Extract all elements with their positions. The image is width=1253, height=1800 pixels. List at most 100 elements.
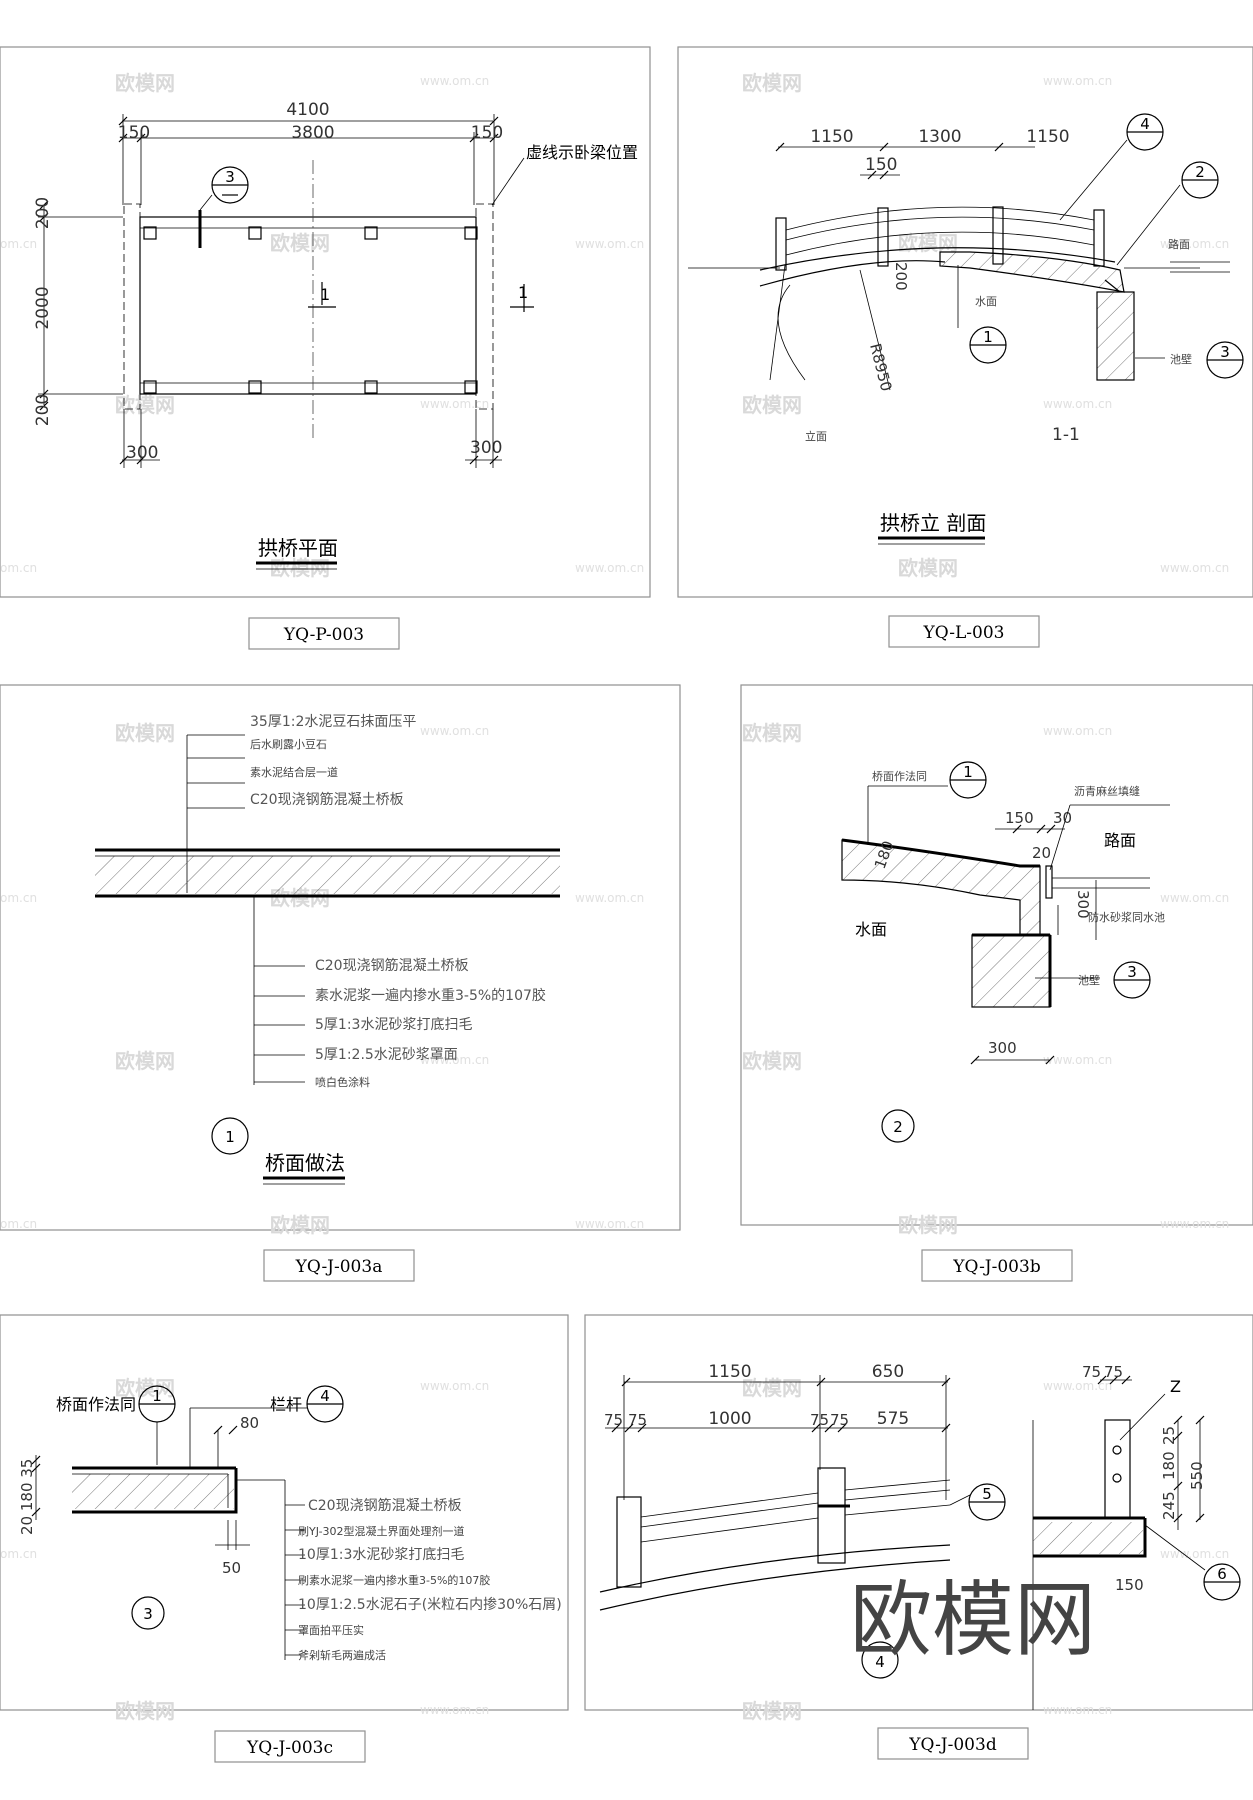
svg-text:5厚1:3水泥砂浆打底扫毛: 5厚1:3水泥砂浆打底扫毛 <box>315 1016 472 1033</box>
callout-1: 1 <box>225 1128 235 1146</box>
title-deck-finish: 桥面做法 <box>265 1151 345 1175</box>
svg-text:www.om.cn: www.om.cn <box>420 1053 489 1067</box>
svg-text:www.om.cn: www.om.cn <box>575 891 644 905</box>
svg-text:4: 4 <box>1140 115 1150 133</box>
svg-text:50: 50 <box>222 1559 241 1577</box>
svg-text:水面: 水面 <box>975 295 997 308</box>
svg-text:刷YJ-302型混凝土界面处理剂一道: 刷YJ-302型混凝土界面处理剂一道 <box>298 1524 465 1538</box>
svg-text:75: 75 <box>604 1411 623 1429</box>
svg-text:80: 80 <box>240 1414 259 1432</box>
svg-text:75: 75 <box>1104 1363 1123 1381</box>
svg-text:欧模网: 欧模网 <box>115 1049 175 1073</box>
svg-text:25: 25 <box>1160 1426 1178 1445</box>
svg-text:欧模网: 欧模网 <box>115 393 175 417</box>
code-l003: YQ-L-003 <box>922 623 1004 643</box>
code-j003a: YQ-J-003a <box>295 1257 383 1277</box>
svg-text:3: 3 <box>1220 343 1230 361</box>
svg-text:1150: 1150 <box>1026 127 1069 147</box>
svg-text:1: 1 <box>152 1387 162 1405</box>
svg-text:150: 150 <box>471 123 503 143</box>
code-j003d: YQ-J-003d <box>908 1735 997 1755</box>
panel-plan: YQ-P-003 欧模网 www.om.cn 欧模网 om.cn www.om.… <box>0 46 651 650</box>
svg-text:om.cn: om.cn <box>0 891 37 905</box>
svg-text:www.om.cn: www.om.cn <box>1160 891 1229 905</box>
svg-text:5厚1:2.5水泥砂浆罩面: 5厚1:2.5水泥砂浆罩面 <box>315 1047 458 1063</box>
svg-text:150: 150 <box>865 155 897 175</box>
svg-text:栏杆: 栏杆 <box>270 1395 302 1414</box>
svg-text:www.om.cn: www.om.cn <box>1043 1379 1112 1393</box>
svg-text:575: 575 <box>877 1409 909 1429</box>
panel-elevation: YQ-L-003 欧模网 www.om.cn 欧模网 www.om.cn 欧模网… <box>677 46 1253 648</box>
svg-text:C20现浇钢筋混凝土桥板: C20现浇钢筋混凝土桥板 <box>315 957 469 974</box>
svg-text:池壁: 池壁 <box>1078 973 1100 987</box>
svg-text:300: 300 <box>470 438 502 458</box>
svg-text:素水泥浆一遍内掺水重3-5%的107胶: 素水泥浆一遍内掺水重3-5%的107胶 <box>315 987 546 1004</box>
svg-text:www.om.cn: www.om.cn <box>1043 1703 1112 1717</box>
svg-text:欧模网: 欧模网 <box>742 71 802 95</box>
svg-text:欧模网: 欧模网 <box>270 1213 330 1237</box>
svg-text:斧剁斩毛两遍成活: 斧剁斩毛两遍成活 <box>298 1648 386 1662</box>
svg-text:www.om.cn: www.om.cn <box>1160 1217 1229 1231</box>
svg-text:www.om.cn: www.om.cn <box>1043 397 1112 411</box>
svg-text:池壁: 池壁 <box>1170 352 1192 366</box>
svg-text:650: 650 <box>872 1362 904 1382</box>
svg-text:C20现浇钢筋混凝土桥板: C20现浇钢筋混凝土桥板 <box>250 791 404 808</box>
svg-text:3800: 3800 <box>291 123 334 143</box>
svg-text:防水砂浆同水池: 防水砂浆同水池 <box>1088 910 1165 924</box>
callout-2: 2 <box>893 1118 903 1136</box>
svg-text:欧模网: 欧模网 <box>115 71 175 95</box>
panel-detail-4: YQ-J-003d 欧模网 www.om.cn www.om.cn 欧模网 ww… <box>584 1314 1253 1760</box>
panel-detail-2: YQ-J-003b 欧模网 www.om.cn www.om.cn 欧模网 ww… <box>740 684 1253 1282</box>
svg-text:300: 300 <box>1074 890 1092 919</box>
svg-text:www.om.cn: www.om.cn <box>575 237 644 251</box>
svg-text:1-1: 1-1 <box>1052 425 1080 445</box>
svg-text:Z: Z <box>1170 1377 1181 1396</box>
svg-text:www.om.cn: www.om.cn <box>1043 1053 1112 1067</box>
svg-text:欧模网: 欧模网 <box>742 1049 802 1073</box>
svg-text:30: 30 <box>1053 809 1072 827</box>
svg-text:欧模网: 欧模网 <box>742 1699 802 1723</box>
svg-text:刷素水泥浆一遍内掺水重3-5%的107胶: 刷素水泥浆一遍内掺水重3-5%的107胶 <box>298 1573 490 1587</box>
svg-text:4100: 4100 <box>286 100 329 120</box>
svg-text:www.om.cn: www.om.cn <box>420 1703 489 1717</box>
svg-text:10厚1:3水泥砂浆打底扫毛: 10厚1:3水泥砂浆打底扫毛 <box>298 1546 464 1563</box>
svg-text:www.om.cn: www.om.cn <box>1160 561 1229 575</box>
svg-text:1000: 1000 <box>708 1409 751 1429</box>
svg-text:300: 300 <box>988 1039 1017 1057</box>
svg-text:200: 200 <box>892 262 910 291</box>
panel-detail-3: YQ-J-003c 欧模网 www.om.cn om.cn 欧模网 www.om… <box>0 1314 569 1763</box>
svg-text:20 180 35: 20 180 35 <box>18 1459 36 1535</box>
svg-text:欧模网: 欧模网 <box>898 231 958 255</box>
svg-text:om.cn: om.cn <box>0 1547 37 1561</box>
svg-text:路面: 路面 <box>1168 238 1190 251</box>
callout-4: 4 <box>875 1653 885 1671</box>
svg-text:R8950: R8950 <box>866 342 895 394</box>
svg-text:www.om.cn: www.om.cn <box>420 397 489 411</box>
svg-text:300: 300 <box>126 443 158 463</box>
svg-text:www.om.cn: www.om.cn <box>420 724 489 738</box>
svg-text:喷白色涂料: 喷白色涂料 <box>315 1075 370 1089</box>
svg-text:5: 5 <box>982 1485 992 1503</box>
svg-text:4: 4 <box>320 1387 330 1405</box>
svg-text:75: 75 <box>628 1411 647 1429</box>
svg-text:om.cn: om.cn <box>0 237 37 251</box>
title-elevation: 拱桥立 剖面 <box>880 511 986 535</box>
svg-text:水面: 水面 <box>855 920 887 939</box>
svg-text:2: 2 <box>1195 163 1205 181</box>
callout-3: 3 <box>225 168 235 186</box>
svg-text:欧模网: 欧模网 <box>115 721 175 745</box>
svg-text:1: 1 <box>320 285 330 304</box>
svg-text:立面: 立面 <box>805 429 827 443</box>
svg-text:C20现浇钢筋混凝土桥板: C20现浇钢筋混凝土桥板 <box>308 1497 462 1514</box>
svg-text:1150: 1150 <box>708 1362 751 1382</box>
svg-text:欧模网: 欧模网 <box>270 231 330 255</box>
svg-text:20: 20 <box>1032 844 1051 862</box>
svg-text:罩面拍平压实: 罩面拍平压实 <box>298 1623 364 1637</box>
svg-text:www.om.cn: www.om.cn <box>420 1379 489 1393</box>
svg-text:2000: 2000 <box>33 286 53 329</box>
code-p003: YQ-P-003 <box>283 625 364 645</box>
svg-text:路面: 路面 <box>1104 831 1136 850</box>
svg-text:欧模网: 欧模网 <box>742 1376 802 1400</box>
panel-deck-finish: YQ-J-003a 欧模网 www.om.cn 欧模网 om.cn www.om… <box>0 684 681 1282</box>
